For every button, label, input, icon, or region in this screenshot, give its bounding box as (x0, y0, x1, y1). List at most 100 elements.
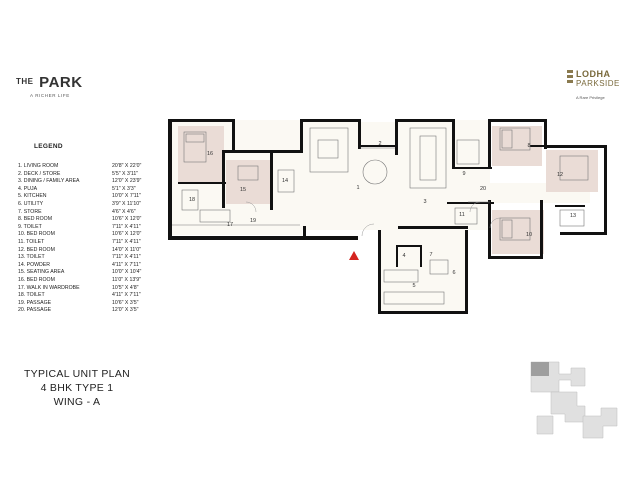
legend-item: 4. PUJA 5'1" X 3'3" (18, 186, 153, 194)
legend-item-dimension: 4'11" X 7'11" (112, 292, 141, 299)
legend-item: 2. DECK / STORE 5'5" X 3'11" (18, 171, 153, 179)
plan-title-line-2: 4 BHK TYPE 1 (40, 382, 114, 394)
logo-tagline: A RICHER LIFE (30, 93, 70, 98)
legend-item-dimension: 7'11" X 4'11" (112, 223, 141, 230)
legend-item-label: 15. SEATING AREA (18, 269, 65, 276)
room-number: 5 (412, 283, 415, 289)
furniture (172, 127, 589, 305)
plan-title: TYPICAL UNIT PLAN 4 BHK TYPE 1 WING - A (18, 367, 136, 409)
legend-item-dimension: 5'1" X 3'3" (112, 185, 136, 192)
legend-item-label: 6. UTILITY (18, 200, 44, 207)
legend-item: 5. KITCHEN 10'0" X 7'11" (18, 193, 153, 201)
legend-item: 19. PASSAGE 10'6" X 3'5" (18, 300, 153, 308)
room-number: 10 (526, 232, 532, 238)
room-number: 20 (480, 186, 486, 192)
legend-item-label: 16. BED ROOM (18, 276, 55, 283)
room-number: 4 (402, 253, 405, 259)
legend-item-label: 17. WALK IN WARDROBE (18, 284, 80, 291)
legend-item: 6. UTILITY 3'9" X 11'10" (18, 201, 153, 209)
legend-item-label: 13. TOILET (18, 254, 45, 261)
logo-line-1: LODHA (576, 69, 611, 79)
legend-item: 9. TOILET 7'11" X 4'11" (18, 224, 153, 232)
plan-title-line-1: TYPICAL UNIT PLAN (23, 368, 131, 380)
legend-title: LEGEND (34, 143, 63, 150)
legend-item: 12. BED ROOM 14'0" X 11'0" (18, 247, 153, 255)
legend-item: 20. PASSAGE 12'0" X 3'5" (18, 307, 153, 315)
walls (168, 119, 607, 314)
plan-title-line-3: WING - A (53, 396, 101, 408)
legend-item-label: 10. BED ROOM (18, 231, 55, 238)
legend-item-dimension: 7'11" X 4'11" (112, 254, 141, 261)
seating-area-15-floor (226, 160, 270, 204)
legend-item-label: 12. BED ROOM (18, 246, 55, 253)
room-number: 19 (250, 218, 256, 224)
legend-item: 3. DINING / FAMILY AREA 12'0" X 23'9" (18, 178, 153, 186)
legend-item: 10. BED ROOM 10'6" X 12'0" (18, 231, 153, 239)
legend-item-label: 1. LIVING ROOM (18, 163, 59, 169)
logo-line-2: PARKSIDE (576, 79, 620, 88)
legend-item: 11. TOILET 7'11" X 4'11" (18, 239, 153, 247)
the-park-logo: THE PARK A RICHER LIFE (16, 74, 83, 98)
bedroom-12-floor (546, 150, 598, 192)
logo-tagline-right: A Rare Privilege (576, 95, 605, 100)
wing-a-highlight (531, 362, 549, 376)
legend-item-dimension: 14'0" X 11'0" (112, 246, 141, 253)
room-number: 11 (459, 212, 465, 218)
legend-list: 1. LIVING ROOM 20'8" X 22'0" 2. DECK / STO… (18, 163, 153, 315)
legend-item: 1. LIVING ROOM 20'8" X 22'0" (18, 163, 153, 171)
bedroom-16-floor (178, 126, 224, 182)
legend-item-dimension: 12'0" X 3'5" (112, 307, 139, 314)
legend-item-dimension: 20'8" X 22'0" (112, 163, 142, 169)
legend-item-label: 18. TOILET (18, 292, 45, 299)
legend-item: 17. WALK IN WARDROBE 10'5" X 4'8" (18, 285, 153, 293)
room-number: 3 (423, 199, 426, 205)
lodha-mark-icon (567, 70, 573, 88)
legend-item-label: 14. POWDER (18, 261, 50, 268)
legend-item-label: 9. TOILET (18, 223, 42, 230)
room-number: 7 (429, 252, 432, 258)
room-number: 1 (356, 185, 359, 191)
legend-item-dimension: 10'5" X 4'8" (112, 284, 139, 291)
legend-item: 8. BED ROOM 10'6" X 12'0" (18, 216, 153, 224)
legend-item-dimension: 12'0" X 23'9" (112, 178, 142, 185)
room-number: 6 (452, 270, 455, 276)
legend-item-label: 5. KITCHEN (18, 193, 47, 200)
legend-item-dimension: 7'11" X 4'11" (112, 238, 141, 245)
room-number: 2 (378, 141, 381, 147)
legend-item-dimension: 10'6" X 12'0" (112, 216, 142, 223)
door-swings (245, 201, 501, 237)
room-number: 14 (282, 178, 288, 184)
legend-item-dimension: 10'6" X 3'5" (112, 299, 139, 306)
legend-item-label: 20. PASSAGE (18, 307, 52, 314)
floor-fills (170, 120, 598, 312)
logo-prefix: THE (16, 77, 34, 86)
room-number: 9 (462, 171, 465, 177)
legend-item-dimension: 10'6" X 12'0" (112, 231, 142, 238)
legend-item-dimension: 10'0" X 7'11" (112, 193, 141, 200)
legend-item-label: 3. DINING / FAMILY AREA (18, 178, 80, 185)
legend-item-dimension: 10'0" X 10'4" (112, 269, 142, 276)
legend-item-label: 4. PUJA (18, 185, 38, 192)
legend-item-label: 7. STORE (18, 208, 42, 215)
room-number: 16 (207, 151, 213, 157)
entry-marker-icon (349, 251, 359, 260)
legend-item-dimension: 3'9" X 11'10" (112, 200, 141, 207)
legend-item: 18. TOILET 4'11" X 7'11" (18, 292, 153, 300)
legend-item-dimension: 5'5" X 3'11" (112, 170, 139, 177)
room-number: 12 (557, 172, 563, 178)
legend-item-label: 8. BED ROOM (18, 216, 53, 223)
room-number: 13 (570, 213, 576, 219)
room-number: 18 (189, 197, 195, 203)
logo-name: PARK (39, 74, 83, 91)
room-number: 15 (240, 187, 246, 193)
legend-item-label: 11. TOILET (18, 238, 45, 245)
room-number: 8 (527, 143, 530, 149)
legend-item-label: 19. PASSAGE (18, 299, 52, 306)
key-plan (530, 361, 618, 439)
legend-item-label: 2. DECK / STORE (18, 170, 61, 177)
legend-item: 13. TOILET 7'11" X 4'11" (18, 254, 153, 262)
bedroom-10-floor (492, 210, 544, 254)
